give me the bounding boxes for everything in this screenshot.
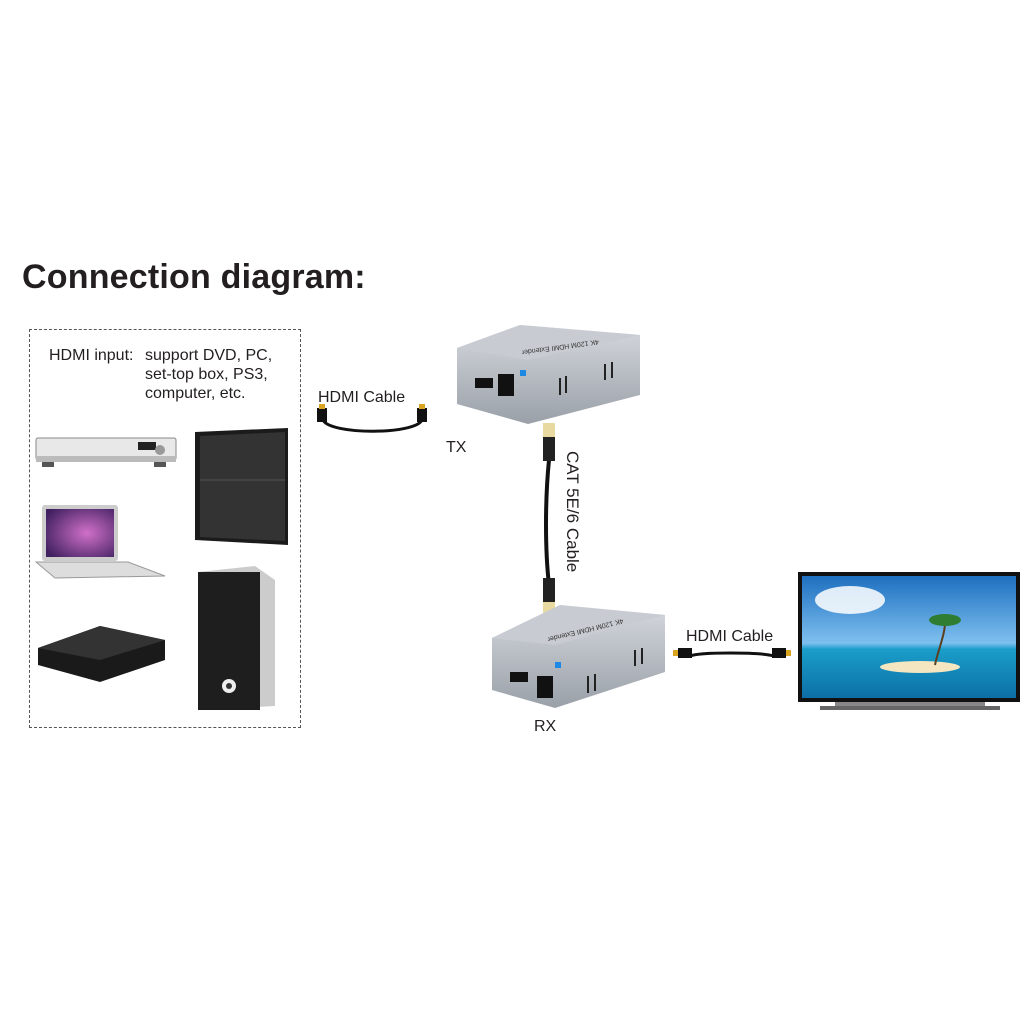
cat-cable-label: CAT 5E/6 Cable: [563, 451, 582, 573]
rx-extender-device: 4K 120M HDMI Extender: [492, 605, 665, 708]
set-top-box-image: [38, 626, 165, 682]
tx-extender-device: 4K 120M HDMI Extender: [457, 325, 640, 424]
cat-cable: [543, 423, 555, 616]
input-hdmi-cable: [317, 404, 427, 433]
output-hdmi-cable-label: HDMI Cable: [686, 628, 774, 645]
desktop-computer-image: [198, 566, 275, 710]
source-description: support DVD, PC, set-top box, PS3, compu…: [145, 346, 272, 403]
hdmi-input-label: HDMI input:: [49, 347, 134, 364]
description-line: support DVD, PC,: [145, 347, 273, 364]
source-devices-box: [29, 329, 301, 728]
description-line: computer, etc.: [145, 385, 246, 402]
laptop-image: [34, 505, 166, 579]
tx-label: TX: [446, 439, 467, 456]
output-hdmi-cable: [673, 648, 791, 658]
diagram-title: Connection diagram:: [22, 258, 366, 296]
input-hdmi-cable-label: HDMI Cable: [318, 389, 406, 406]
description-line: set-top box, PS3,: [145, 366, 268, 383]
television-image: [798, 572, 1020, 710]
ps3-console-image: [195, 428, 288, 545]
rx-label: RX: [534, 718, 557, 735]
dvd-player-image: [35, 437, 177, 467]
